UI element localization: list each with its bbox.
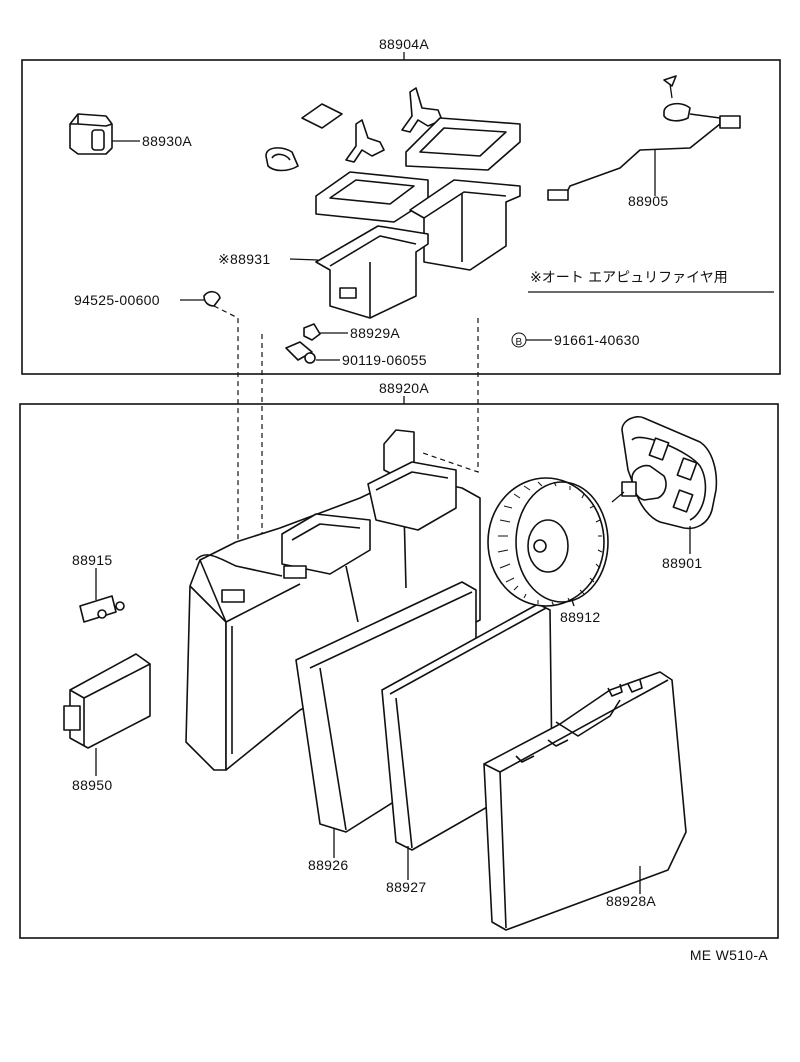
lower-group: 88920A	[19, 380, 779, 939]
note-text: ※オート エアピュリファイヤ用	[530, 270, 728, 286]
callout-88915: 88915	[72, 552, 112, 568]
figure-code: ME W510-A	[690, 947, 769, 963]
fan-88912: 88912	[487, 477, 609, 625]
harness-88905: 88905	[547, 75, 741, 209]
callout-88912: 88912	[560, 609, 600, 625]
motor-88901: 88901	[611, 415, 718, 571]
callout-88927: 88927	[386, 879, 426, 895]
lower-group-frame	[19, 403, 779, 939]
screw-90119: 90119-06055	[285, 341, 427, 368]
upper-group: 88904A	[21, 36, 781, 375]
callout-88928A: 88928A	[606, 893, 656, 909]
callout-91661: 91661-40630	[554, 332, 640, 348]
callout-88930A: 88930A	[142, 133, 192, 149]
callout-91661-mark: B	[516, 337, 523, 348]
callout-88950: 88950	[72, 777, 112, 793]
callout-88931: ※88931	[218, 251, 270, 267]
blower-case	[185, 429, 481, 771]
upper-group-frame	[21, 59, 781, 375]
callout-94525: 94525-00600	[74, 292, 160, 308]
callout-88926: 88926	[308, 857, 348, 873]
callout-88905: 88905	[628, 193, 668, 209]
cover-88928A: 88928A	[483, 671, 687, 931]
callout-90119: 90119-06055	[342, 352, 427, 368]
bolt-91661: B 91661-40630	[511, 332, 640, 348]
dashed-leaders	[213, 305, 479, 564]
resistor-88915: 88915	[72, 552, 125, 623]
callout-88901: 88901	[662, 555, 702, 571]
brackets	[345, 87, 443, 163]
clip-94525: 94525-00600	[74, 290, 221, 308]
upper-group-label: 88904A	[379, 36, 429, 52]
duct-frames	[315, 117, 521, 223]
lower-group-label: 88920A	[379, 380, 429, 396]
switch-88930A: 88930A	[69, 113, 192, 155]
grommet-88929A: 88929A	[303, 323, 400, 341]
pad-and-clip	[265, 103, 343, 172]
note: ※オート エアピュリファイヤ用	[528, 270, 774, 293]
filter-housing-upper	[409, 179, 521, 271]
bracket-88950: 88950	[63, 653, 151, 793]
callout-88929A: 88929A	[350, 325, 400, 341]
filter-88931: ※88931	[218, 225, 429, 319]
